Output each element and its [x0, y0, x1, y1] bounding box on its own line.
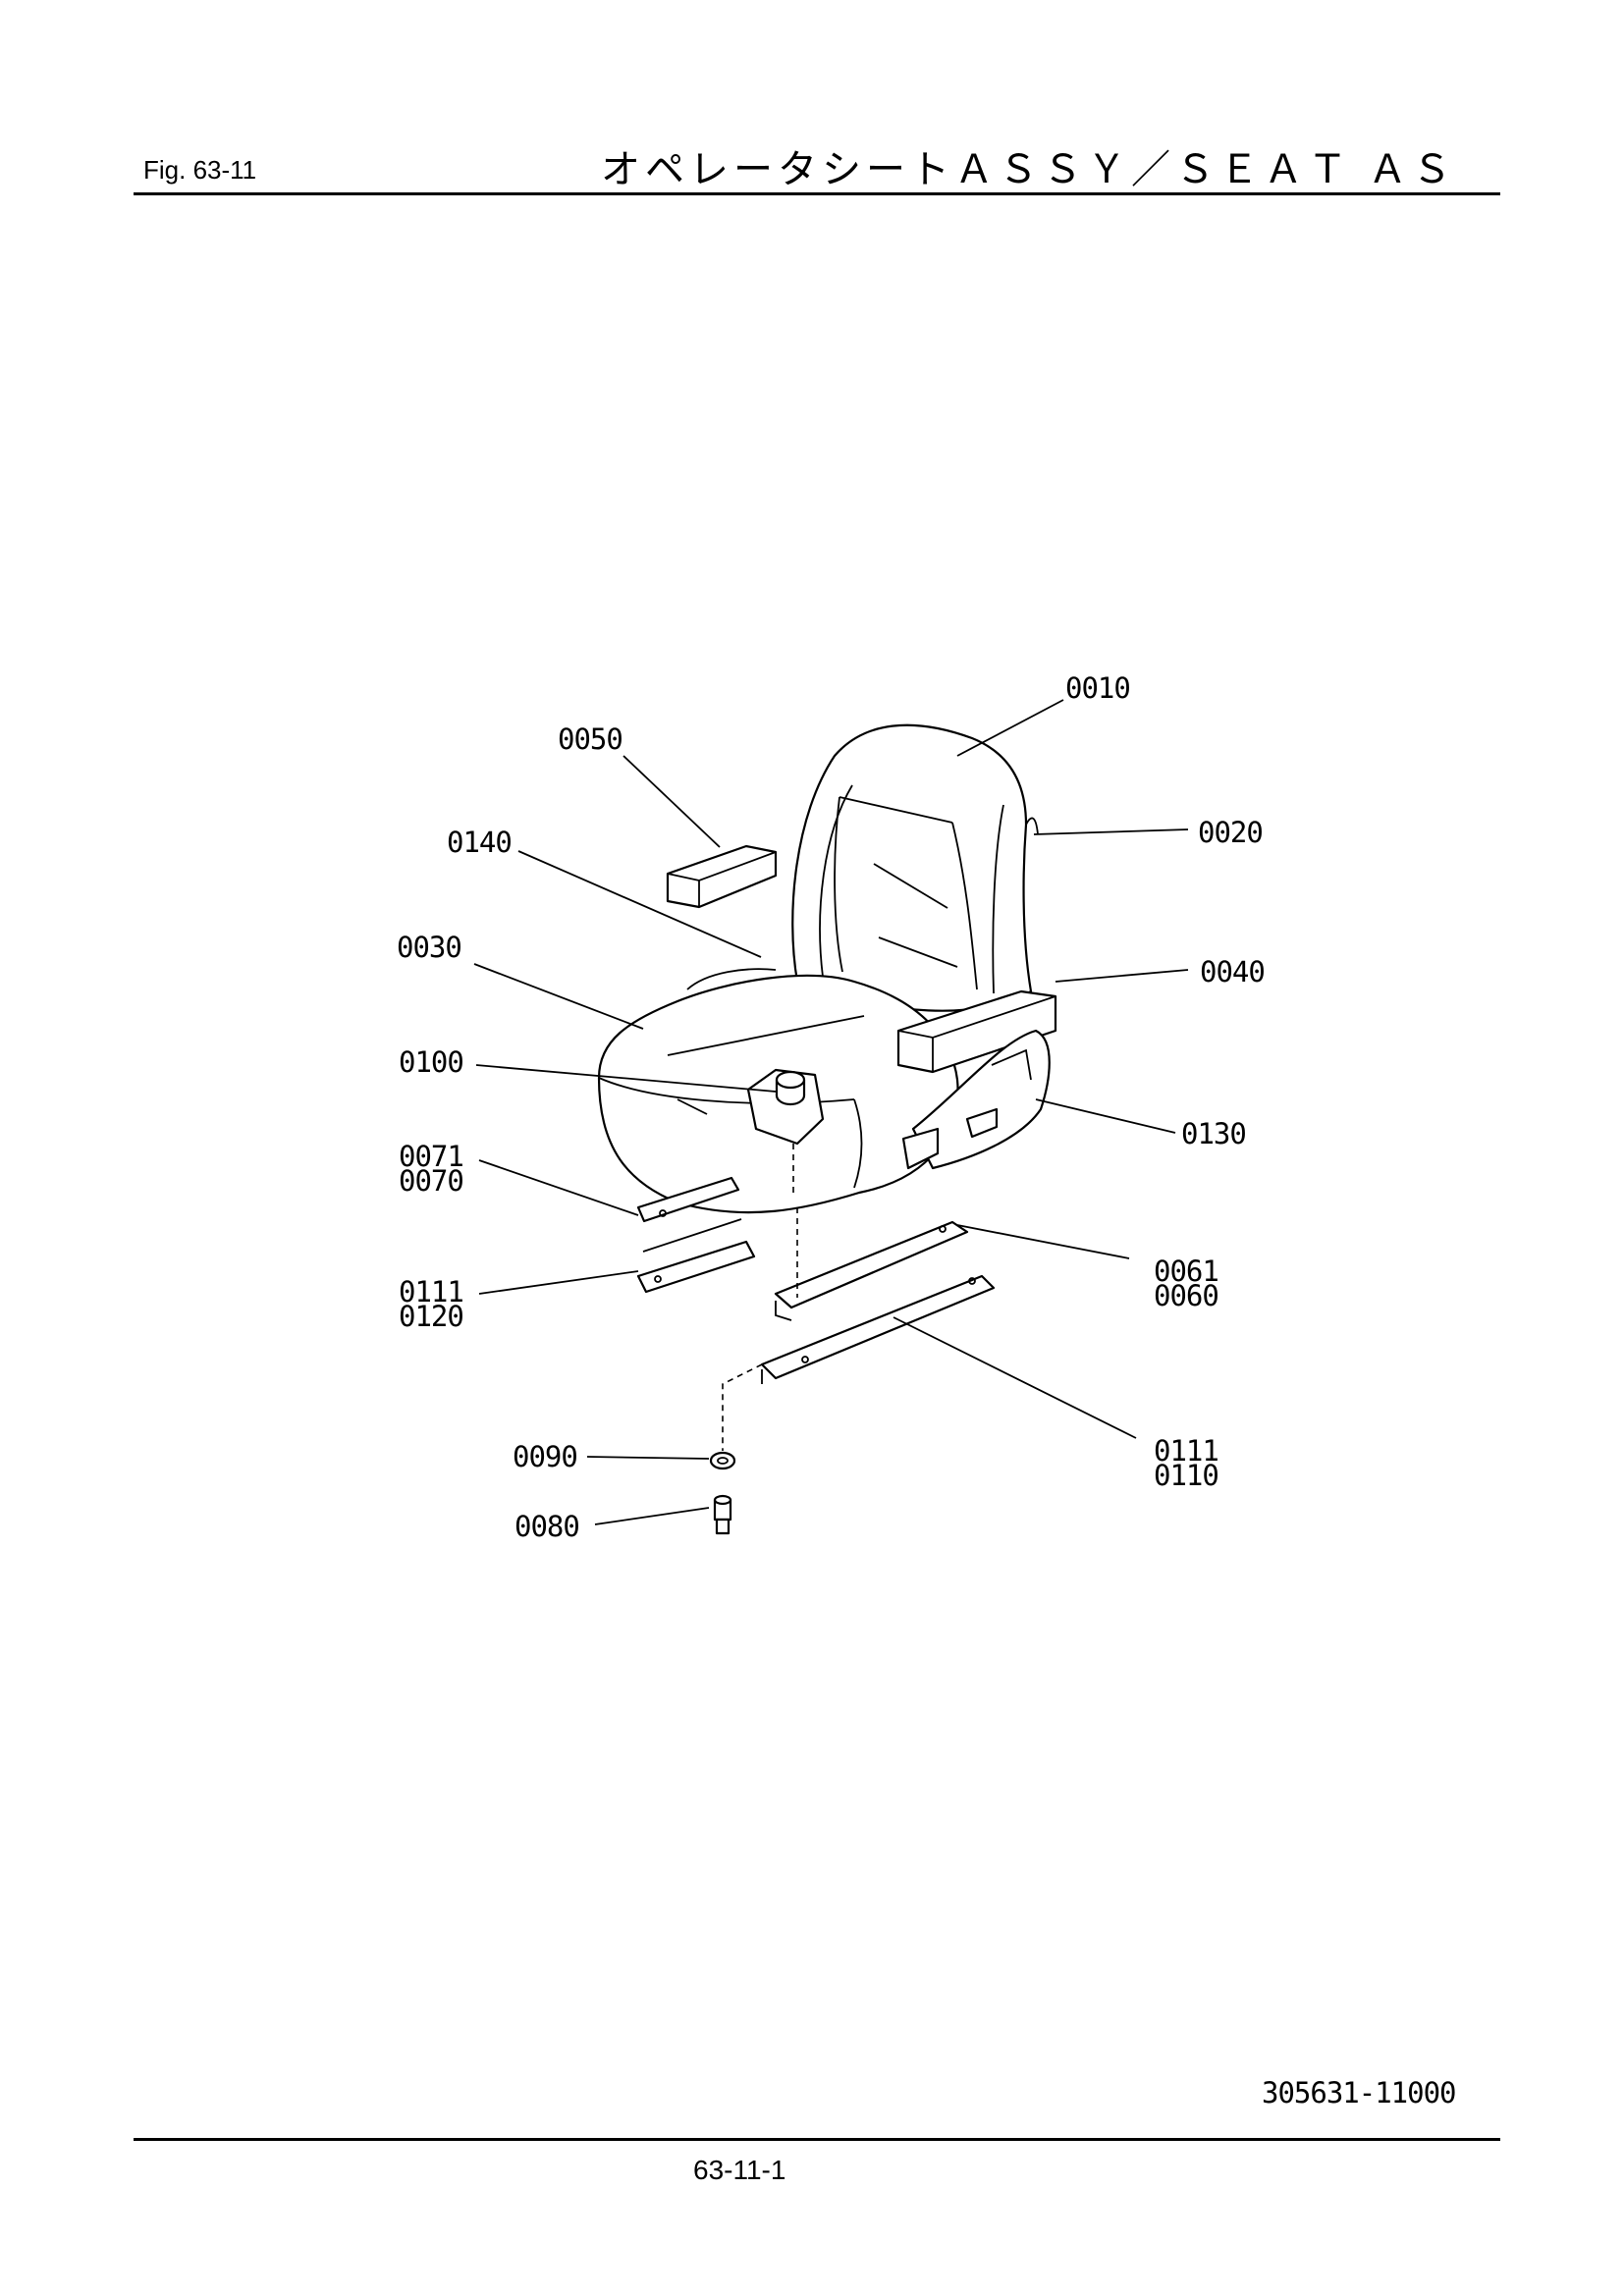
- left-armrest-part: [666, 844, 778, 909]
- assembly-line: [722, 1363, 763, 1451]
- right-armrest-part: [896, 989, 1057, 1074]
- callout-0130: 0130: [1181, 1117, 1246, 1150]
- callout-0110: 0110: [1154, 1459, 1218, 1492]
- callout-0010: 0010: [1065, 671, 1130, 705]
- callout-0100: 0100: [399, 1045, 463, 1079]
- callout-0060: 0060: [1154, 1279, 1218, 1312]
- header-rule: [134, 192, 1500, 195]
- callout-0030: 0030: [397, 931, 461, 964]
- knob-part: [746, 1068, 825, 1146]
- callout-0061: 0061: [1154, 1255, 1218, 1288]
- callout-0050: 0050: [558, 722, 623, 756]
- leader-lines: [473, 699, 1189, 1525]
- callout-0071: 0071: [399, 1140, 463, 1173]
- backrest-part: [791, 723, 1039, 1012]
- callout-0140: 0140: [447, 826, 512, 859]
- callout-0070: 0070: [399, 1164, 463, 1198]
- left-rail-part: [636, 1176, 756, 1294]
- callout-0020: 0020: [1198, 816, 1263, 849]
- callout-0111-lower: 0111: [1154, 1434, 1218, 1468]
- bolt-part: [713, 1494, 732, 1535]
- callout-0040: 0040: [1200, 955, 1265, 988]
- page-title: オペレータシートＡＳＳＹ／ＳＥＡＴ ＡＳ: [601, 148, 1457, 191]
- figure-label: Fig. 63-11: [143, 155, 257, 185]
- right-rail-part: [760, 1220, 996, 1384]
- footer-rule: [134, 2138, 1500, 2141]
- washer-part: [709, 1451, 736, 1470]
- lever-housing-part: [901, 1029, 1051, 1170]
- callout-0080: 0080: [514, 1510, 579, 1543]
- document-number: 305631-11000: [1262, 2076, 1457, 2109]
- callout-0090: 0090: [513, 1440, 577, 1473]
- page-number: 63-11-1: [693, 2155, 786, 2185]
- callout-0120: 0120: [399, 1300, 463, 1333]
- callout-0111-upper: 0111: [399, 1275, 463, 1308]
